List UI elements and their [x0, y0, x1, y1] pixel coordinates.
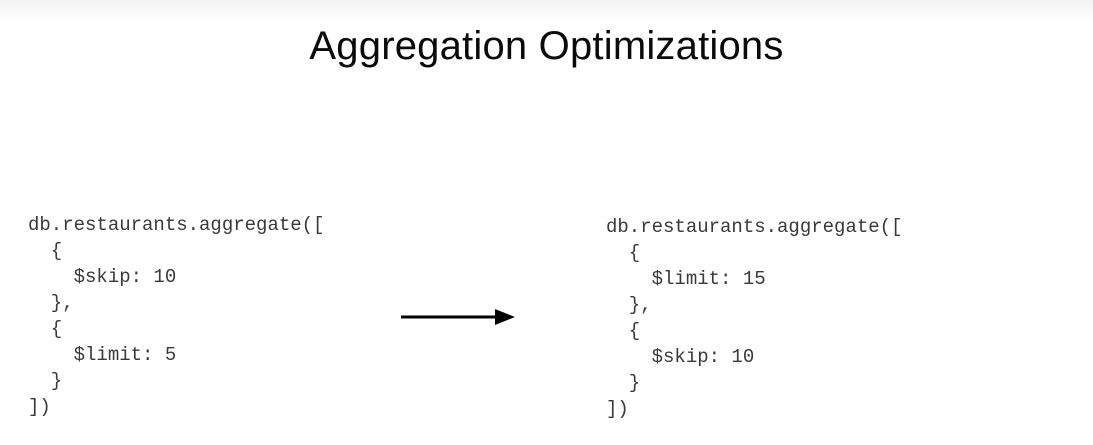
code-line: { [28, 318, 63, 340]
code-line: } [606, 372, 641, 394]
window-top-edge [0, 0, 1093, 22]
code-line: { [606, 320, 641, 342]
code-line: ]) [606, 398, 629, 420]
code-line: }, [606, 294, 652, 316]
code-line: $limit: 15 [606, 268, 766, 290]
code-block-before: db.restaurants.aggregate([ { $skip: 10 }… [28, 212, 324, 420]
code-line: $skip: 10 [606, 346, 755, 368]
code-line: $skip: 10 [28, 266, 177, 288]
code-line: $limit: 5 [28, 344, 177, 366]
code-line: db.restaurants.aggregate([ [28, 214, 325, 236]
code-line: ]) [28, 396, 51, 418]
code-line: } [28, 370, 63, 392]
code-line: db.restaurants.aggregate([ [606, 216, 903, 238]
code-block-after: db.restaurants.aggregate([ { $limit: 15 … [606, 214, 902, 422]
arrow-right-icon [401, 309, 515, 325]
code-line: }, [28, 292, 74, 314]
slide-title: Aggregation Optimizations [309, 24, 784, 68]
code-line: { [606, 242, 641, 264]
code-line: { [28, 240, 63, 262]
